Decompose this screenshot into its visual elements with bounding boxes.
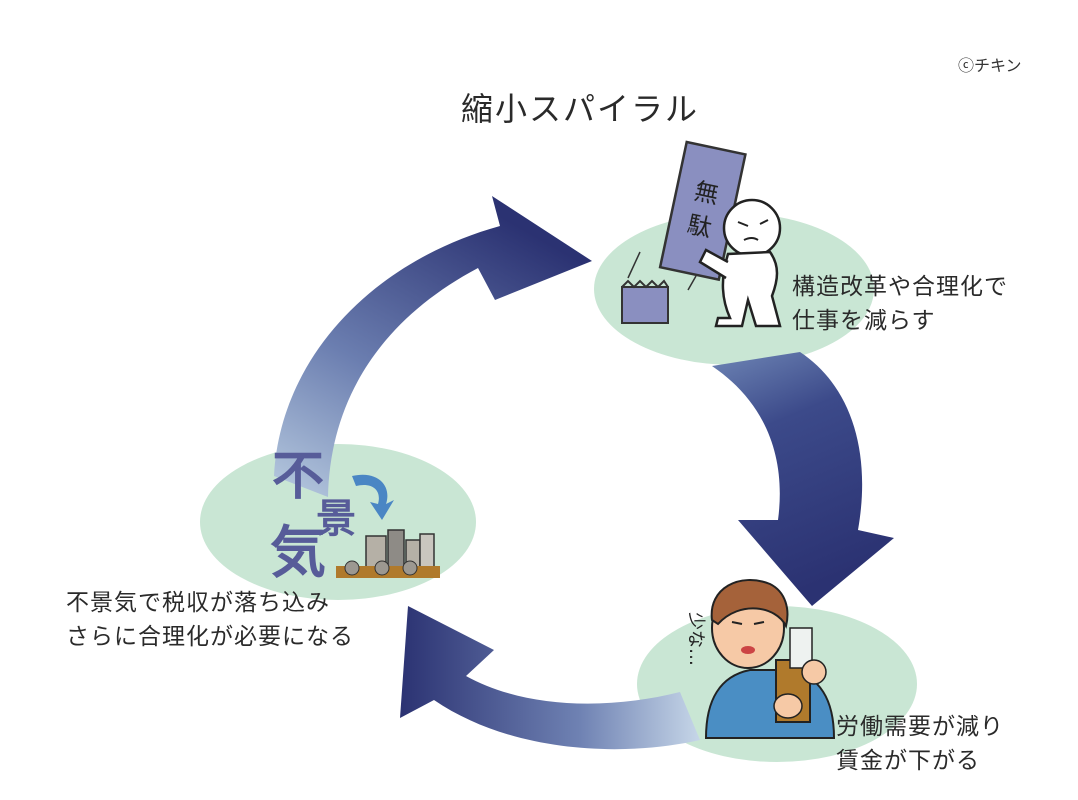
stage3-line-2: さらに合理化が必要になる xyxy=(66,624,354,650)
stage2-line-1: 労働需要が減り xyxy=(836,714,1004,740)
worker-head xyxy=(722,198,782,258)
building-2 xyxy=(387,529,405,573)
stage1-line-2: 仕事を減らす xyxy=(792,308,936,334)
curl-arrow xyxy=(352,474,394,520)
speech-text: 少な… xyxy=(685,612,706,666)
art-char-2: 景 xyxy=(316,496,356,542)
stage3-illustration: 不 景 気 xyxy=(270,447,440,586)
stage3-line-1: 不景気で税収が落ち込み xyxy=(66,590,330,616)
diagram-title: 縮小スパイラル xyxy=(460,90,699,128)
stage2-illustration xyxy=(704,579,836,739)
worker-body xyxy=(714,250,782,328)
arrow-left-upward xyxy=(274,196,592,497)
trash-box xyxy=(621,286,669,324)
stage1-illustration: 無 駄 xyxy=(621,140,782,328)
man-hair xyxy=(710,579,789,629)
arrow-bottom-leftward xyxy=(400,606,700,750)
doc-text-1: 無 xyxy=(692,177,721,209)
art-char-1: 不 xyxy=(272,447,324,507)
doc-text-2: 駄 xyxy=(685,210,714,242)
stage3-caption: 不景気で税収が落ち込み さらに合理化が必要になる xyxy=(66,586,354,654)
art-char-3: 気 xyxy=(270,521,326,586)
bills xyxy=(789,627,813,669)
stage2-caption: 労働需要が減り 賃金が下がる xyxy=(836,710,1004,778)
credit-label: ⓒチキン xyxy=(958,56,1022,75)
stage1-line-1: 構造改革や合理化で xyxy=(792,274,1008,300)
stage2-line-2: 賃金が下がる xyxy=(836,748,980,774)
arrow-right-downward xyxy=(712,352,894,606)
stage1-caption: 構造改革や合理化で 仕事を減らす xyxy=(792,270,1008,338)
